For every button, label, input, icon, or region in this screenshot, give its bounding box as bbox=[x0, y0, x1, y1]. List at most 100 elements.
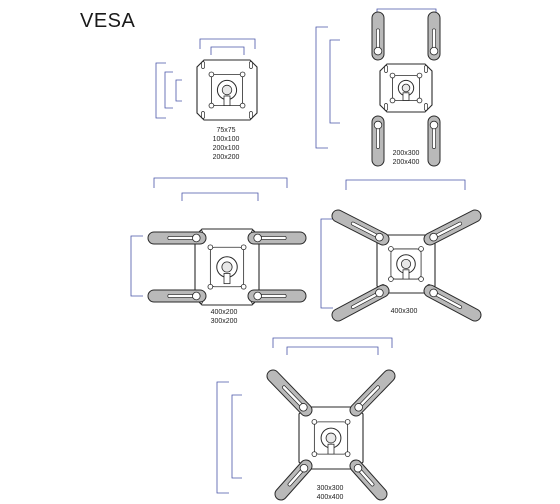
dimension-line bbox=[155, 62, 166, 119]
caption-diagram-4: 400x300 bbox=[378, 307, 430, 316]
arm-bolt bbox=[429, 288, 438, 298]
hub-core bbox=[400, 258, 412, 270]
diagram-3 bbox=[130, 177, 307, 306]
mounting-arm bbox=[423, 284, 482, 322]
hub-core bbox=[401, 83, 411, 93]
hub-notch bbox=[223, 95, 231, 107]
caption-line: 300x200 bbox=[210, 318, 238, 325]
arm-bolt bbox=[373, 120, 383, 130]
dimension-line bbox=[210, 46, 245, 55]
diagram-4 bbox=[320, 179, 482, 322]
arm-bolt bbox=[373, 46, 383, 56]
mount-hole bbox=[208, 102, 215, 109]
mounting-arm bbox=[147, 231, 207, 245]
mounting-arm bbox=[427, 11, 441, 61]
dimension-line bbox=[329, 39, 340, 124]
arm-slot bbox=[167, 294, 197, 298]
caption-line: 200x300 bbox=[392, 150, 420, 157]
mount-hole bbox=[239, 102, 246, 109]
mount-hole bbox=[416, 97, 423, 104]
caption-diagram-5: 300x300 400x400 bbox=[304, 484, 356, 502]
mounting-arm bbox=[423, 209, 482, 246]
dimension-line bbox=[345, 179, 466, 190]
mount-hole bbox=[239, 71, 246, 78]
mounting-arm bbox=[371, 11, 385, 61]
mount-hole bbox=[311, 451, 318, 457]
mount-slot bbox=[384, 65, 388, 73]
mount-slot bbox=[201, 111, 205, 119]
mount-hole bbox=[240, 283, 247, 290]
mount-hole bbox=[418, 276, 424, 282]
mounting-arm bbox=[427, 115, 441, 167]
mount-hole bbox=[207, 244, 214, 251]
mount-hole bbox=[311, 419, 318, 425]
diagram-2 bbox=[315, 8, 441, 167]
hub-notch bbox=[402, 92, 410, 101]
arm-slot bbox=[167, 236, 197, 240]
caption-line: 400x200 bbox=[210, 309, 238, 316]
mount-slot bbox=[249, 61, 253, 69]
dimension-line bbox=[320, 218, 333, 309]
mounting-arm bbox=[349, 459, 388, 501]
arm-bolt bbox=[192, 233, 201, 243]
hub-notch bbox=[327, 443, 335, 455]
mount-hole bbox=[389, 72, 396, 79]
arm-bolt bbox=[429, 120, 439, 130]
arm-bolt bbox=[192, 291, 201, 301]
caption-line: 400x400 bbox=[316, 494, 344, 501]
hub-core bbox=[325, 432, 337, 444]
mount-hole bbox=[389, 97, 396, 104]
dimension-line bbox=[272, 337, 393, 348]
mounting-arm bbox=[247, 231, 307, 245]
dimension-line bbox=[231, 394, 242, 479]
caption-diagram-2: 200x300 200x400 bbox=[380, 149, 432, 167]
mount-slot bbox=[424, 103, 428, 111]
mount-hole bbox=[344, 451, 351, 457]
mounting-arm bbox=[331, 284, 390, 322]
caption-line: 200x200 bbox=[212, 154, 240, 161]
mount-hole bbox=[388, 276, 394, 282]
arm-bolt bbox=[353, 464, 363, 473]
mounting-arm bbox=[266, 369, 313, 417]
mount-hole bbox=[418, 246, 424, 252]
mount-slot bbox=[249, 111, 253, 119]
caption-diagram-1: 75x75 100x100 200x100 200x200 bbox=[200, 126, 252, 162]
hub-notch bbox=[402, 269, 410, 280]
dimension-line bbox=[164, 71, 173, 109]
dimension-line bbox=[153, 177, 288, 188]
mounting-arm bbox=[349, 369, 396, 417]
mounting-arm bbox=[371, 115, 385, 167]
hub-core bbox=[221, 261, 233, 273]
mounting-arm bbox=[331, 209, 390, 246]
page-title: VESA bbox=[80, 10, 136, 32]
dimension-line bbox=[286, 346, 379, 355]
arm-bolt bbox=[299, 464, 309, 473]
diagram-5 bbox=[216, 337, 396, 501]
arm-bolt bbox=[429, 232, 438, 242]
arm-slot bbox=[257, 236, 287, 240]
caption-line: 200x400 bbox=[392, 159, 420, 166]
mounting-arm bbox=[147, 289, 207, 303]
mount-hole bbox=[388, 246, 394, 252]
mount-hole bbox=[344, 419, 351, 425]
arm-bolt bbox=[253, 233, 262, 243]
mounting-arm bbox=[274, 459, 313, 501]
mount-slot bbox=[201, 61, 205, 69]
arm-bolt bbox=[429, 46, 439, 56]
caption-line: 300x300 bbox=[316, 485, 344, 492]
plate-inner-frame bbox=[209, 246, 245, 288]
arm-bolt bbox=[253, 291, 262, 301]
dimension-line bbox=[175, 79, 182, 102]
hub-core bbox=[221, 84, 233, 96]
dimension-line bbox=[130, 235, 143, 297]
arm-bolt bbox=[299, 403, 308, 412]
caption-diagram-3: 400x200 300x200 bbox=[198, 308, 250, 326]
arm-bolt bbox=[375, 232, 384, 242]
mount-slot bbox=[384, 103, 388, 111]
diagram-1 bbox=[155, 38, 258, 121]
caption-line: 400x300 bbox=[390, 308, 418, 315]
dimension-line bbox=[216, 381, 229, 494]
arm-bolt bbox=[354, 403, 363, 412]
dimension-line bbox=[181, 192, 259, 201]
